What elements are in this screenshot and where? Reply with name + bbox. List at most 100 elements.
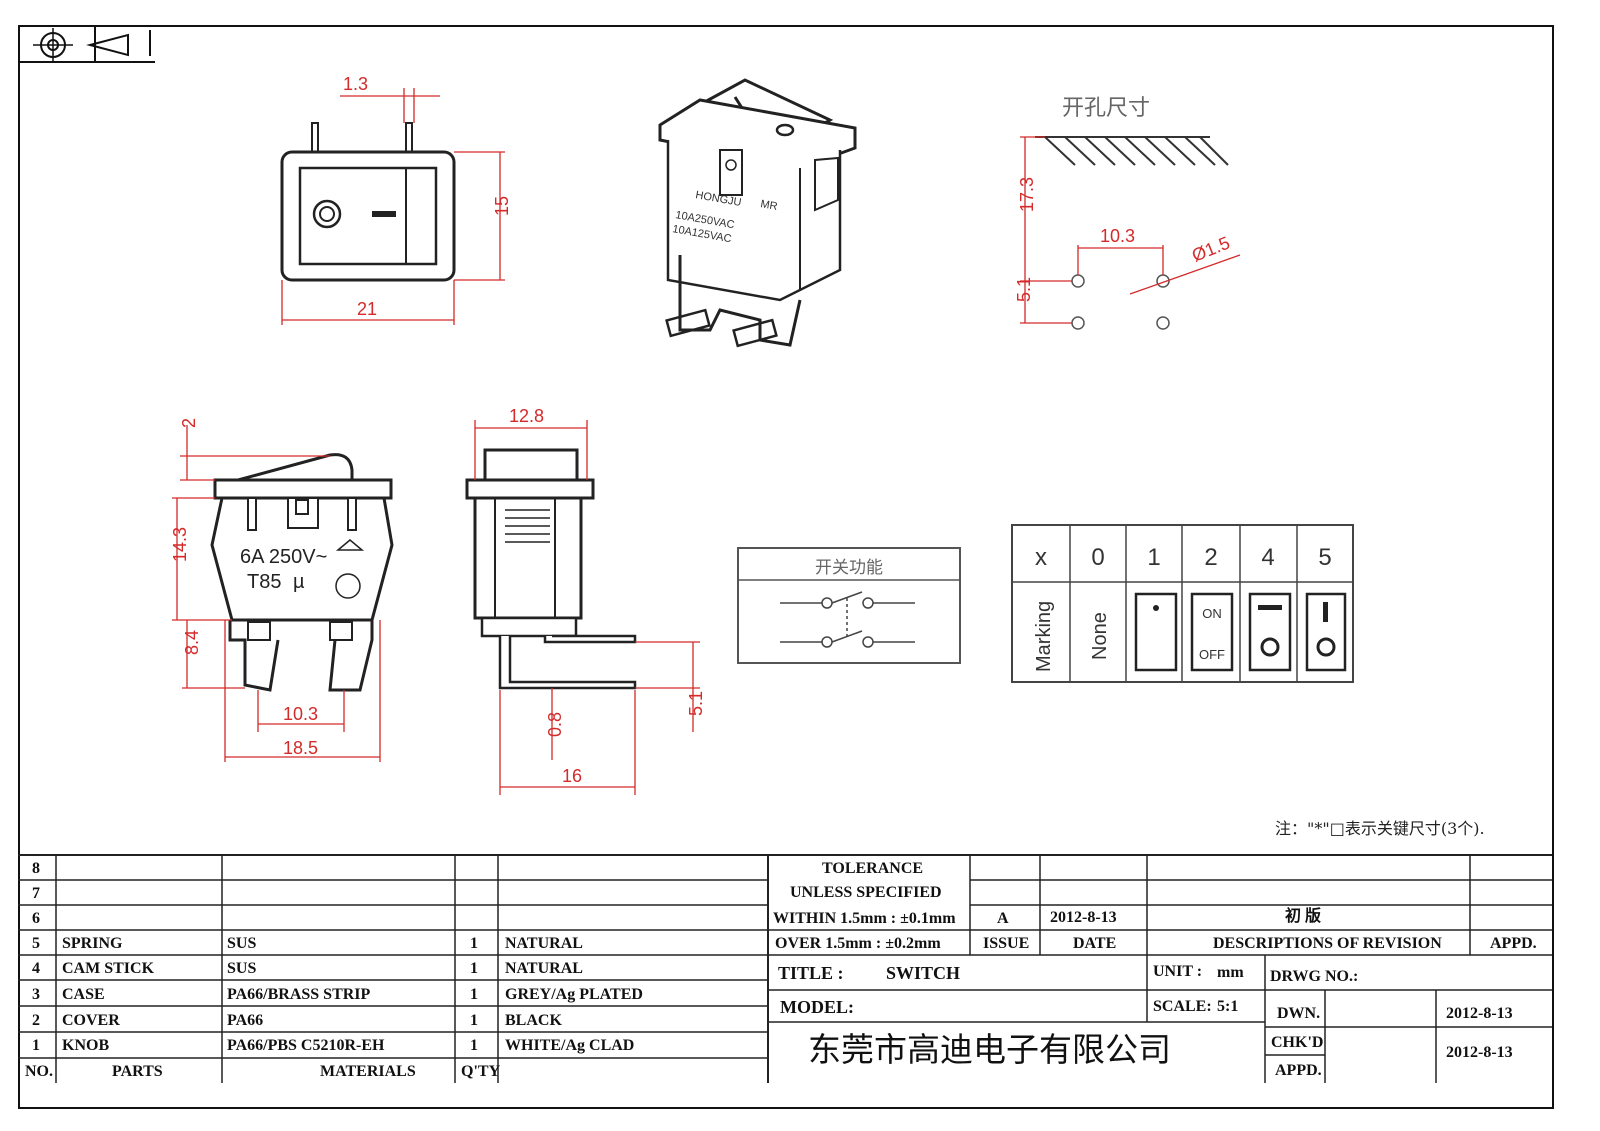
row-finish: GREY/Ag PLATED	[505, 986, 643, 1003]
chkd-label: CHK'D	[1271, 1034, 1324, 1051]
row-part: COVER	[62, 1012, 120, 1029]
row-qty: 1	[470, 1012, 478, 1029]
row-no: 5	[32, 935, 40, 952]
dim-row: 5.1	[1014, 277, 1034, 302]
dim-side-len: 16	[562, 766, 582, 786]
tolerance-subtitle: UNLESS SPECIFIED	[790, 884, 942, 901]
projection-symbol	[18, 25, 155, 63]
unit-value: mm	[1217, 964, 1244, 981]
dim-pin-gap: 1.3	[343, 74, 368, 94]
marking-header-0: 0	[1091, 544, 1104, 571]
row-material: PA66	[227, 1012, 264, 1029]
tolerance-title: TOLERANCE	[822, 860, 924, 877]
marking-header-5: 5	[1318, 544, 1331, 571]
row-part: KNOB	[62, 1037, 110, 1054]
row-material: PA66/BRASS STRIP	[227, 986, 371, 1003]
header-materials: MATERIALS	[320, 1063, 416, 1080]
row-no: 1	[32, 1037, 40, 1054]
row-qty: 1	[470, 960, 478, 977]
marking-header-4: 4	[1261, 544, 1274, 571]
top-view	[280, 88, 505, 325]
model-label: MODEL:	[780, 997, 854, 1017]
marking-on-label: ON	[1202, 606, 1222, 621]
row-no: 6	[32, 910, 40, 927]
cutout-title: 开孔尺寸	[1062, 96, 1150, 121]
marking-row-label: Marking	[1033, 601, 1055, 672]
drwg-no-label: DRWG NO.:	[1270, 968, 1359, 985]
date-value: 2012-8-13	[1050, 909, 1117, 926]
company-name: 东莞市高迪电子有限公司	[808, 1030, 1171, 1069]
row-part: CAM STICK	[62, 960, 155, 977]
title-label: TITLE :	[778, 963, 844, 983]
header-parts: PARTS	[112, 1063, 163, 1080]
marking-header-1: 1	[1147, 544, 1160, 571]
row-part: CASE	[62, 986, 105, 1003]
iso-model-code: MR	[759, 198, 778, 213]
appd2-label: APPD.	[1275, 1062, 1322, 1079]
dim-depth: 17.3	[1017, 177, 1037, 212]
row-qty: 1	[470, 986, 478, 1003]
dim-hole: Ø1.5	[1189, 233, 1233, 266]
dim-front-width: 18.5	[283, 738, 318, 758]
front-rating: 6A 250V~	[240, 546, 327, 568]
marking-table	[1011, 524, 1354, 683]
row-qty: 1	[470, 1037, 478, 1054]
row-qty: 1	[470, 935, 478, 952]
cutout-view	[1020, 136, 1241, 330]
appd-label: APPD.	[1490, 935, 1537, 952]
dim-pitch: 10.3	[1100, 226, 1135, 246]
side-view	[465, 420, 700, 795]
row-no: 2	[32, 1012, 40, 1029]
switch-function-box	[737, 547, 961, 664]
drawing-sheet	[18, 25, 1554, 1109]
row-material: SUS	[227, 935, 257, 952]
revision-description: 初 版	[1285, 908, 1322, 925]
row-no: 8	[32, 860, 40, 877]
row-finish: NATURAL	[505, 935, 583, 952]
row-no: 4	[32, 960, 40, 977]
issue-label: ISSUE	[983, 935, 1030, 952]
row-no: 3	[32, 986, 40, 1003]
chk-date: 2012-8-13	[1446, 1044, 1513, 1061]
scale-label: SCALE:	[1153, 998, 1212, 1015]
function-title: 开关功能	[815, 558, 883, 578]
dim-term: 8.4	[182, 630, 202, 655]
front-view	[172, 425, 394, 762]
header-qty: Q'TY	[461, 1063, 501, 1080]
dwn-label: DWN.	[1277, 1005, 1321, 1022]
row-finish: NATURAL	[505, 960, 583, 977]
row-material: SUS	[227, 960, 257, 977]
marking-none-label: None	[1089, 612, 1111, 660]
marking-header-x: x	[1035, 544, 1047, 571]
title-block-grid	[18, 854, 1552, 1083]
marking-header-2: 2	[1204, 544, 1217, 571]
dim-body: 14.3	[170, 527, 190, 562]
descriptions-label: DESCRIPTIONS OF REVISION	[1213, 935, 1442, 952]
dwn-date: 2012-8-13	[1446, 1005, 1513, 1022]
dim-front-pitch: 10.3	[283, 704, 318, 724]
row-part: SPRING	[62, 935, 123, 952]
tolerance-over: OVER 1.5mm : ±0.2mm	[775, 935, 941, 952]
iso-switch-view	[658, 78, 857, 348]
dim-side-top: 12.8	[509, 406, 544, 426]
dim-side-offset: 5.1	[686, 691, 706, 716]
tolerance-within: WITHIN 1.5mm : ±0.1mm	[773, 910, 956, 927]
dim-side-thk: 0.8	[545, 712, 565, 737]
marking-off-label: OFF	[1199, 647, 1225, 662]
dim-width: 21	[357, 299, 377, 319]
unit-label: UNIT :	[1153, 963, 1203, 980]
row-no: 7	[32, 885, 40, 902]
issue-value: A	[997, 910, 1009, 927]
row-material: PA66/PBS C5210R-EH	[227, 1037, 385, 1054]
header-no: NO.	[25, 1063, 53, 1080]
title-value: SWITCH	[886, 963, 961, 983]
row-finish: WHITE/Ag CLAD	[505, 1037, 635, 1054]
front-mark: µ	[293, 571, 305, 593]
dim-height: 15	[492, 196, 512, 216]
date-label: DATE	[1073, 935, 1117, 952]
dim-knob: 2	[179, 418, 199, 428]
scale-value: 5:1	[1217, 998, 1239, 1015]
key-dimension-note: 注："*"□表示关键尺寸(3个).	[1275, 819, 1485, 838]
front-temp: T85	[247, 571, 281, 593]
